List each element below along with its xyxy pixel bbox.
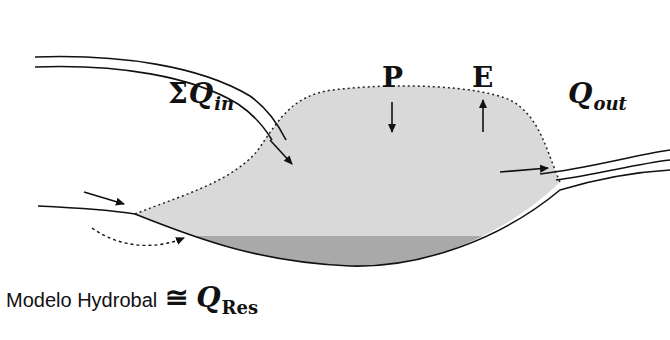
- flow-symbol: Q: [196, 284, 220, 312]
- outflow-river: [556, 160, 670, 180]
- approx-symbol: ≅: [165, 284, 188, 312]
- inflow-river: [35, 57, 286, 140]
- outflow-arrow: [500, 168, 548, 172]
- inflow-arrow: [270, 140, 292, 164]
- evaporation-arrow: [482, 100, 484, 132]
- basin-line: [38, 170, 670, 266]
- subscript: out: [593, 95, 626, 113]
- precipitation-arrow: [391, 102, 393, 132]
- flow-symbol: Q: [189, 80, 213, 108]
- subscript: Res: [222, 299, 259, 317]
- precipitation-label: P: [382, 64, 403, 92]
- outflow-river: [540, 150, 670, 174]
- subscript: in: [214, 95, 234, 113]
- inflow-river: [35, 67, 272, 140]
- sum-symbol: Σ: [168, 80, 188, 108]
- model-label: Modelo Hydrobal: [6, 290, 157, 310]
- flow-symbol: Q: [568, 80, 592, 108]
- evaporation-label: E: [472, 64, 493, 92]
- groundwater-arrow: [92, 228, 184, 245]
- surface-inflow-arrow: [84, 192, 124, 204]
